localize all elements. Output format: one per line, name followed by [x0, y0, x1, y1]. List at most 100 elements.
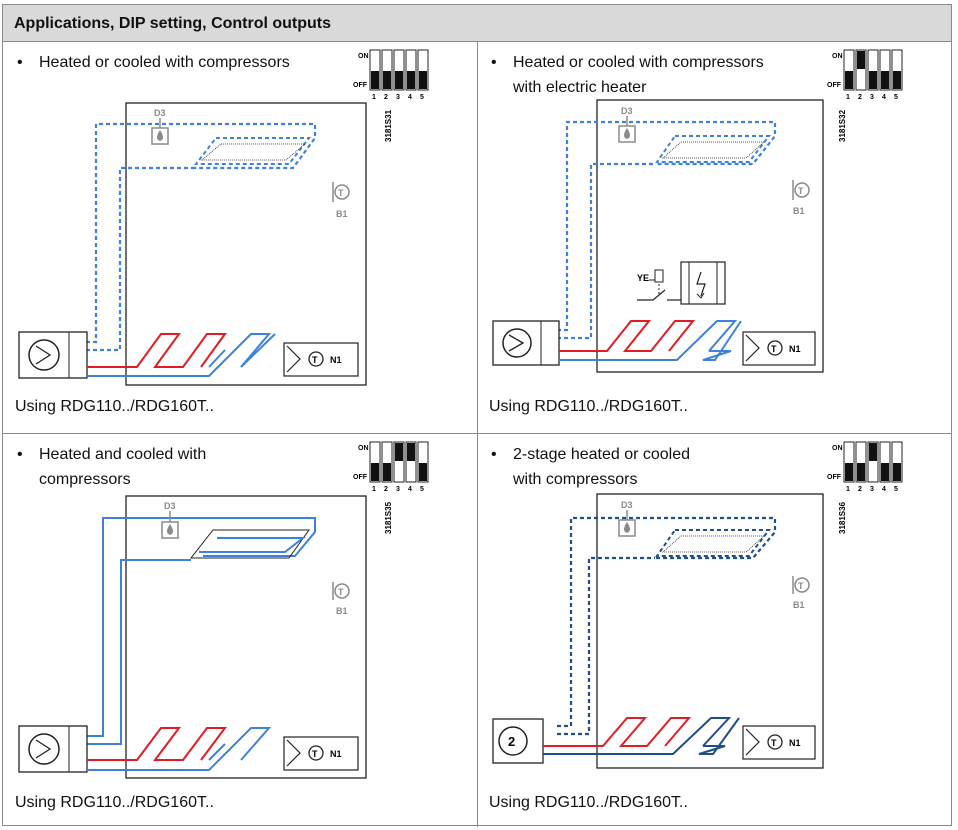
dip-number: 2	[384, 486, 388, 493]
relay-coil-icon	[654, 269, 664, 283]
dip-switch-block: ON OFF 1 2 3 4 5	[353, 441, 429, 493]
dip-switches	[369, 49, 429, 91]
cooling-pipe	[87, 333, 276, 377]
droplet-icon	[157, 130, 163, 141]
cooling-pipe	[702, 320, 742, 361]
dip-knob-off	[419, 71, 427, 89]
dip-number: 2	[858, 94, 862, 101]
n1-label: N1	[789, 344, 801, 354]
diagram-code: 3181S36	[838, 501, 847, 534]
dip-switch	[393, 49, 405, 91]
caption: Using RDG110../RDG160T..	[489, 398, 688, 415]
dip-switches	[369, 441, 429, 483]
dip-knob-off	[371, 463, 379, 481]
dip-switch	[891, 441, 903, 483]
temp-t: T	[798, 581, 804, 591]
duct-dashed	[557, 162, 655, 340]
dip-switch	[381, 441, 393, 483]
controller-chevron	[286, 739, 301, 767]
duct-dashed	[557, 556, 655, 736]
dip-number: 1	[372, 94, 376, 101]
dip-on-label: ON	[832, 53, 843, 60]
d3-label: D3	[154, 108, 166, 118]
dip-knob-off	[893, 463, 901, 481]
controller-chevron	[745, 334, 760, 362]
d3-label: D3	[164, 501, 176, 511]
controller-temp-icon	[308, 351, 324, 367]
column-divider	[477, 41, 478, 827]
room-outline	[596, 493, 824, 769]
temperature-sensor-icon	[794, 577, 810, 593]
dip-number: 5	[420, 486, 424, 493]
dip-switches	[843, 441, 903, 483]
controller-t: T	[771, 738, 777, 748]
controller-temp-icon	[308, 745, 324, 761]
compressor-unit	[492, 320, 560, 366]
duct	[86, 559, 191, 745]
controller-n1	[283, 736, 359, 771]
coil-dashed	[655, 529, 772, 557]
diagram-code: 3181S31	[384, 109, 393, 142]
heating-pipe	[559, 320, 696, 352]
dip-off-label: OFF	[353, 82, 368, 89]
dip-switch	[417, 441, 429, 483]
controller-n1	[283, 342, 359, 377]
dip-switch-block: ON OFF 1 2 3 4 5	[353, 49, 429, 101]
dip-knob-off	[383, 71, 391, 89]
controller-temp-icon	[767, 734, 783, 750]
diagram-code: 3181S32	[838, 109, 847, 142]
dip-number: 3	[870, 94, 874, 101]
heating-pipe	[87, 727, 227, 761]
coil-inner	[200, 143, 307, 161]
n1-label: N1	[330, 355, 342, 365]
temp-t: T	[798, 186, 804, 196]
application-diagram: ON OFF 1 2 3 4 5 3181S35 D3 T B1	[18, 441, 429, 779]
dip-knob-off	[881, 71, 889, 89]
dip-switch	[843, 441, 855, 483]
description-line: with compressors	[513, 471, 638, 488]
controller-n1	[742, 725, 816, 760]
caption: Using RDG110../RDG160T..	[15, 398, 214, 415]
temperature-sensor-icon	[334, 184, 350, 200]
dip-switch	[891, 49, 903, 91]
dip-knob-off	[845, 463, 853, 481]
d3-label: D3	[621, 106, 633, 116]
dip-number: 1	[846, 94, 850, 101]
coil-pipe	[199, 537, 306, 553]
b1-label: B1	[336, 209, 348, 219]
droplet-icon	[167, 524, 173, 535]
dip-on-label: ON	[832, 445, 843, 452]
droplet-icon	[624, 522, 630, 533]
controller-t: T	[771, 344, 777, 354]
electric-heater	[680, 261, 726, 305]
description-line: compressors	[39, 471, 131, 488]
application-diagram: ON OFF 1 2 3 4 5 3181S32 D3 T B1	[492, 49, 903, 373]
application-cell: • Heated or cooled with compressors ON O…	[3, 42, 477, 434]
compressor-arrow	[35, 739, 52, 759]
lightning-arrow	[696, 292, 705, 299]
dip-number: 2	[858, 486, 862, 493]
caption: Using RDG110../RDG160T..	[15, 794, 214, 811]
temp-t: T	[338, 587, 344, 597]
dip-number: 1	[372, 486, 376, 493]
d3-label: D3	[621, 500, 633, 510]
dip-switch	[855, 441, 867, 483]
dip-knob-off	[395, 71, 403, 89]
application-diagram: ON OFF 1 2 3 4 5 3181S31 D3	[18, 49, 429, 386]
duct-dashed	[557, 516, 777, 728]
duct-dashed	[557, 120, 777, 332]
coil-inner	[661, 141, 766, 159]
coil-dashed	[655, 135, 772, 163]
dip-knob-off	[419, 463, 427, 481]
dip-switch	[879, 441, 891, 483]
two-stage-compressor-icon	[498, 726, 528, 756]
caption: Using RDG110../RDG160T..	[489, 794, 688, 811]
compressor-stage-label: 2	[508, 734, 515, 749]
header-title: Applications, DIP setting, Control outpu…	[14, 15, 332, 32]
dip-knob-on	[407, 443, 415, 461]
dip-knob-on	[869, 443, 877, 461]
dip-switch	[843, 49, 855, 91]
description-line: Heated or cooled with compressors	[39, 54, 290, 71]
dip-switch	[369, 441, 381, 483]
diagram-code: 3181S35	[384, 501, 393, 534]
